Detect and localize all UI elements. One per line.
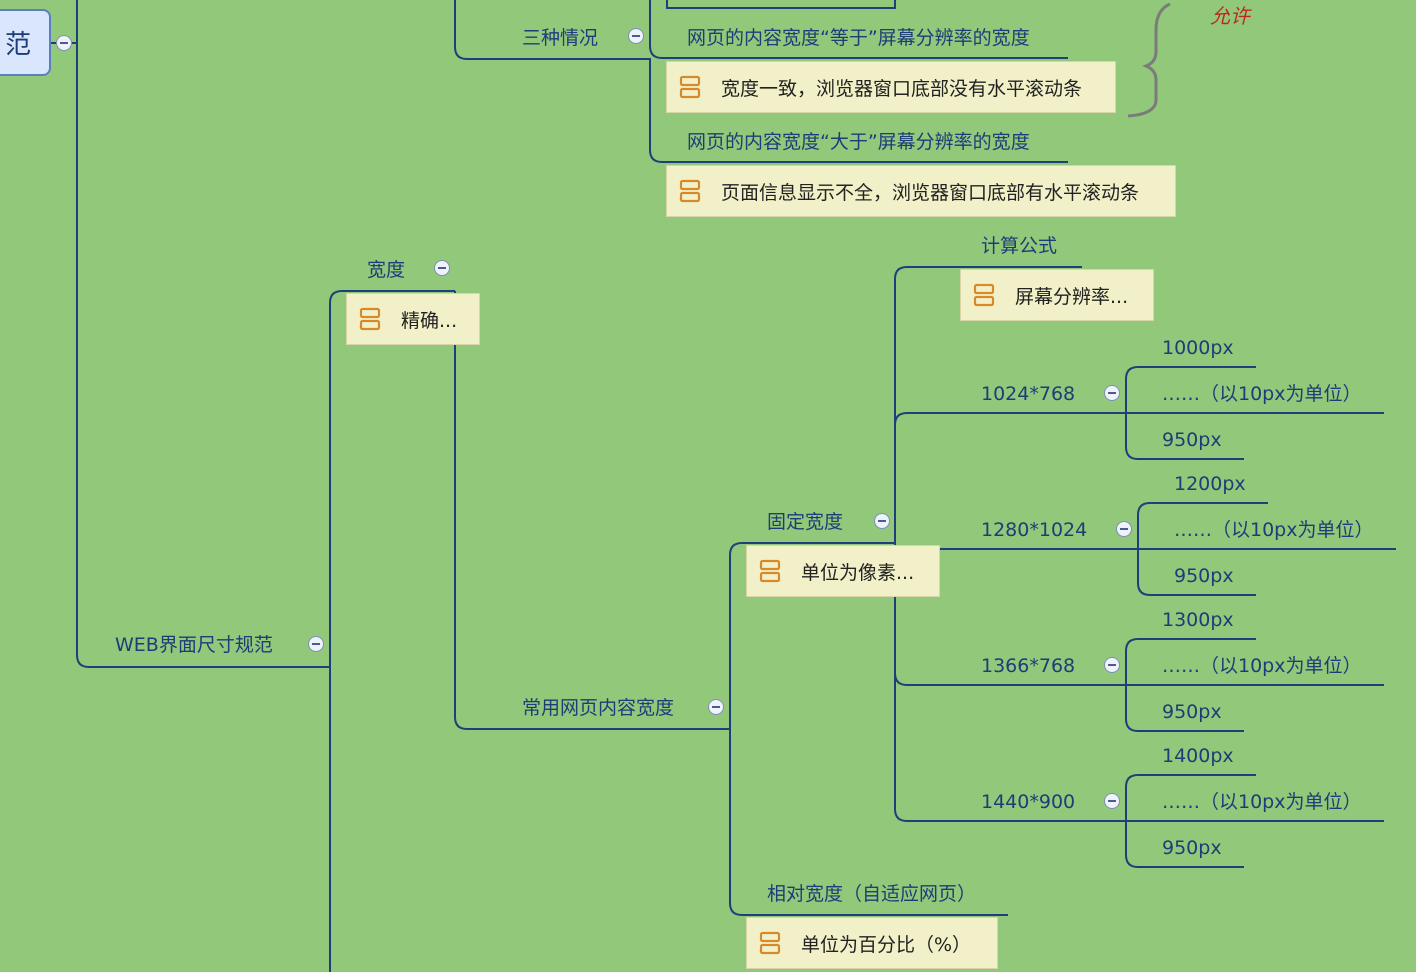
resolution-item[interactable]: 1400px <box>1162 745 1234 767</box>
topic-equal[interactable]: 网页的内容宽度“等于”屏幕分辨率的宽度 <box>687 27 1030 49</box>
note-greater[interactable]: 页面信息显示不全，浏览器窗口底部有水平滚动条 <box>666 165 1176 217</box>
collapse-button[interactable] <box>56 35 72 51</box>
resolution-item[interactable]: ……（以10px为单位） <box>1162 655 1362 677</box>
resolution-item[interactable]: 1200px <box>1174 473 1246 495</box>
topic-fixed-width[interactable]: 固定宽度 <box>767 511 844 533</box>
resolution-item[interactable]: 950px <box>1162 701 1222 723</box>
topic-greater[interactable]: 网页的内容宽度“大于”屏幕分辨率的宽度 <box>687 131 1030 153</box>
annotation-text: 允许 <box>1210 4 1250 28</box>
note-icon <box>759 559 781 583</box>
topic-relative-width[interactable]: 相对宽度（自适应网页） <box>767 883 977 905</box>
note-fixed[interactable]: 单位为像素... <box>746 545 940 597</box>
collapse-button[interactable] <box>1104 793 1120 809</box>
resolution-item[interactable]: 1000px <box>1162 337 1234 359</box>
topic-three-cases[interactable]: 三种情况 <box>522 27 599 49</box>
note-icon <box>973 283 995 307</box>
collapse-button[interactable] <box>708 699 724 715</box>
topic-resolution[interactable]: 1440*900 <box>981 791 1076 813</box>
note-icon <box>679 75 701 99</box>
resolution-item[interactable]: 1300px <box>1162 609 1234 631</box>
resolution-item[interactable]: ……（以10px为单位） <box>1162 791 1362 813</box>
resolution-item[interactable]: 950px <box>1162 837 1222 859</box>
topic-web-spec[interactable]: WEB界面尺寸规范 <box>115 634 273 656</box>
root-topic[interactable]: 范 <box>0 9 51 76</box>
topic-formula[interactable]: 计算公式 <box>981 235 1058 257</box>
collapse-button[interactable] <box>1116 521 1132 537</box>
note-icon <box>359 307 381 331</box>
collapse-button[interactable] <box>1104 657 1120 673</box>
resolution-item[interactable]: ……（以10px为单位） <box>1162 383 1362 405</box>
topic-resolution[interactable]: 1366*768 <box>981 655 1076 677</box>
resolution-item[interactable]: 950px <box>1162 429 1222 451</box>
topic-resolution[interactable]: 1024*768 <box>981 383 1076 405</box>
collapse-button[interactable] <box>434 260 450 276</box>
topic-common-width[interactable]: 常用网页内容宽度 <box>522 697 675 719</box>
topic-width[interactable]: 宽度 <box>367 259 406 281</box>
collapse-button[interactable] <box>628 28 644 44</box>
resolution-item[interactable]: ……（以10px为单位） <box>1174 519 1374 541</box>
collapse-button[interactable] <box>874 513 890 529</box>
collapse-button[interactable] <box>1104 385 1120 401</box>
resolution-item[interactable]: 950px <box>1174 565 1234 587</box>
topic-resolution[interactable]: 1280*1024 <box>981 519 1088 541</box>
note-relative[interactable]: 单位为百分比（%） <box>746 917 998 969</box>
note-icon <box>679 179 701 203</box>
curly-brace <box>1127 2 1171 118</box>
note-equal[interactable]: 宽度一致，浏览器窗口底部没有水平滚动条 <box>666 61 1116 113</box>
collapse-button[interactable] <box>308 636 324 652</box>
note-width[interactable]: 精确... <box>346 293 480 345</box>
note-formula[interactable]: 屏幕分辨率... <box>960 269 1154 321</box>
note-icon <box>759 931 781 955</box>
